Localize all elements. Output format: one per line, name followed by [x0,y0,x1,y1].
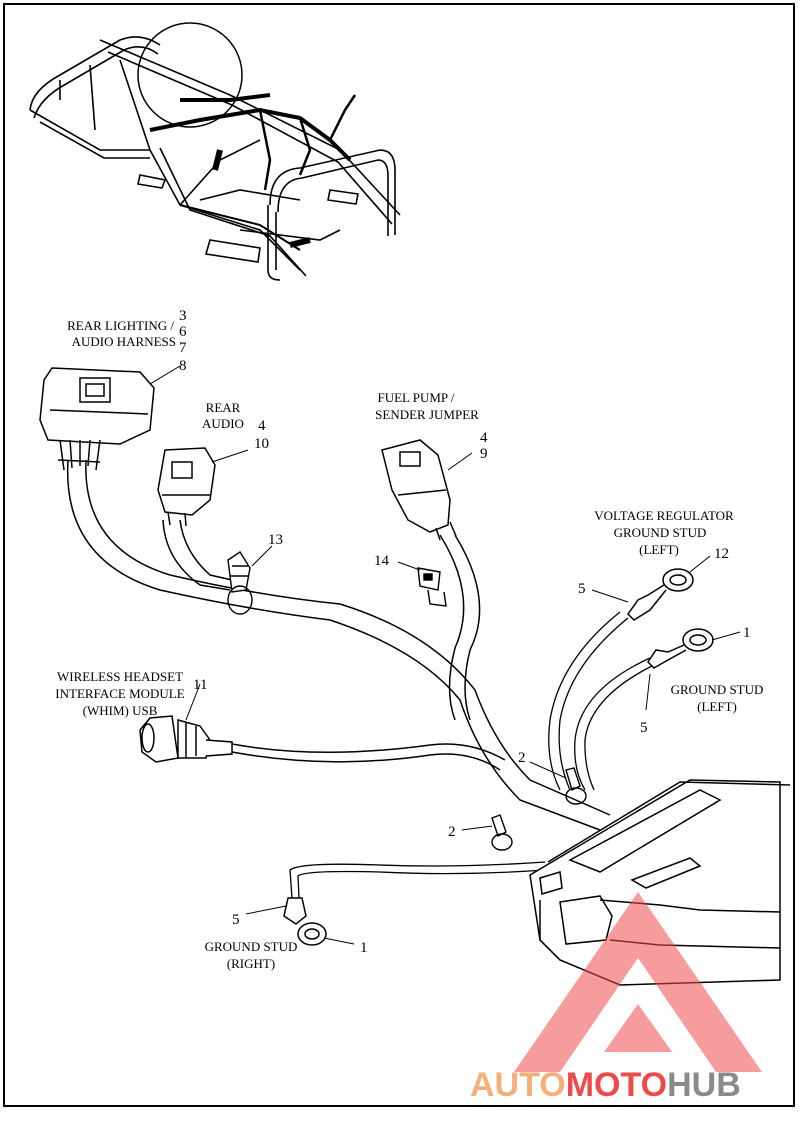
motorcycle-frame-overview [29,36,401,281]
label-audio-harness: AUDIO HARNESS [72,334,176,349]
label-rear: REAR [206,400,241,415]
harness-overview [149,93,357,251]
callout-5-left: 5 [640,720,648,736]
rear-lighting-connector [39,367,155,471]
callout-numbers: 3 6 7 8 4 10 4 9 13 14 12 5 1 5 11 2 2 5… [179,308,751,956]
watermark-auto: AUTO [470,1066,566,1104]
callout-10: 10 [254,436,269,452]
left-ground-ring-terminal [647,628,714,669]
label-vr-ground-stud: GROUND STUD [614,525,707,540]
callout-2-lower: 2 [448,824,456,840]
callout-7: 7 [179,340,187,356]
watermark-text: AUTOMOTOHUB [470,1066,741,1104]
label-voltage-regulator: VOLTAGE REGULATOR [594,508,734,523]
main-harness [66,459,657,899]
callout-14: 14 [374,553,390,569]
callout-1-left: 1 [743,625,751,641]
watermark: AUTOMOTOHUB [470,892,762,1104]
detail-circle [137,22,243,128]
cable-clip-upper [565,767,587,805]
callout-12: 12 [714,546,729,562]
cable-strap [227,551,253,615]
callout-6: 6 [179,324,187,340]
label-audio: AUDIO [202,416,244,431]
callout-13: 13 [268,532,283,548]
callout-4-rear-audio: 4 [258,418,266,434]
label-right: (RIGHT) [227,956,275,971]
label-ground-stud-right: GROUND STUD [205,939,298,954]
callout-2-upper: 2 [518,750,526,766]
label-rear-lighting: REAR LIGHTING / [67,318,174,333]
callout-5-right: 5 [232,912,240,928]
cable-clip-lower [491,814,513,851]
watermark-moto: MOTO [566,1066,667,1104]
label-fuel-pump: FUEL PUMP / [377,390,454,405]
electrical-caddy [529,779,791,986]
callout-9: 9 [480,446,488,462]
clip [417,567,447,607]
label-wireless-headset: WIRELESS HEADSET [57,669,183,684]
voltage-regulator-ring-terminal [627,568,694,621]
watermark-triangle [514,892,762,1072]
label-ground-stud-left: GROUND STUD [671,682,764,697]
fuel-pump-connector [381,439,457,541]
callout-11: 11 [193,677,207,693]
label-sender-jumper: SENDER JUMPER [375,407,479,422]
label-whim-usb: (WHIM) USB [83,703,158,718]
label-vr-left: (LEFT) [639,542,679,557]
label-interface-module: INTERFACE MODULE [55,686,184,701]
callout-8: 8 [179,358,187,374]
whim-usb-connector [139,715,233,763]
rear-audio-connector [157,447,216,527]
callout-4-fuel-pump: 4 [480,430,488,446]
leader-lines [149,365,741,945]
callout-3: 3 [179,308,187,324]
labels: REAR LIGHTING / AUDIO HARNESS REAR AUDIO… [55,318,763,971]
right-ground-ring-terminal [283,897,327,946]
label-left: (LEFT) [697,699,737,714]
watermark-hub: HUB [667,1066,741,1104]
callout-1-right: 1 [360,940,368,956]
callout-5-vr: 5 [578,581,586,597]
